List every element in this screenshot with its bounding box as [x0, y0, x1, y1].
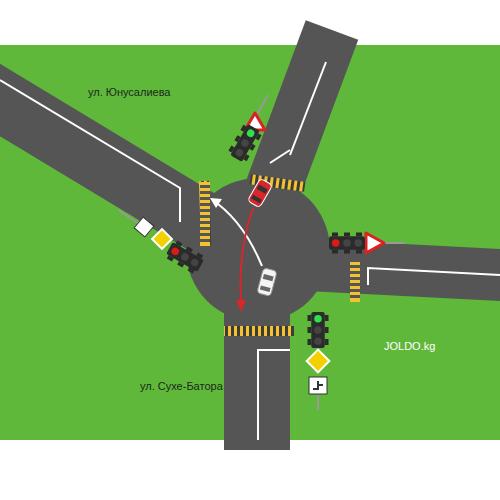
watermark: JOLDO.kg [384, 340, 435, 352]
street-name: ул. Сухе-Батора [140, 380, 223, 392]
street-name: ул. Юнусалиева [88, 86, 171, 98]
